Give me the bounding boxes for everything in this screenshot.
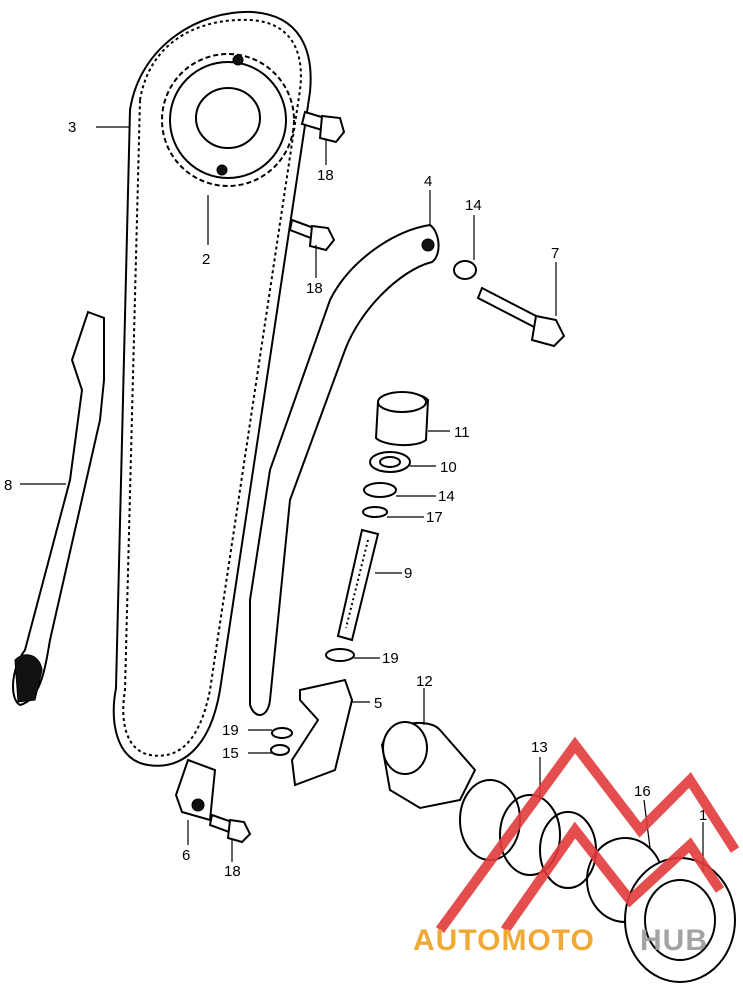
pivot-bolt bbox=[476, 286, 566, 348]
callout-19-left: 19 bbox=[222, 722, 239, 739]
cam-chain bbox=[112, 10, 312, 767]
bolt-middle bbox=[288, 218, 336, 252]
chain-guide bbox=[12, 310, 105, 707]
callout-14-upper: 14 bbox=[465, 197, 482, 214]
part-callouts: 1 2 3 4 5 6 7 8 9 10 11 12 13 14 14 15 1… bbox=[4, 119, 707, 880]
callout-6: 6 bbox=[182, 847, 190, 864]
watermark-text-left: AUTOMOTO bbox=[413, 924, 595, 957]
stopper-plate bbox=[174, 758, 217, 822]
nut bbox=[369, 451, 411, 473]
callout-13: 13 bbox=[531, 739, 548, 756]
o-ring-upper bbox=[362, 506, 388, 518]
callout-18-middle: 18 bbox=[306, 280, 323, 297]
watermark: AUTOMOTO HUB bbox=[413, 736, 740, 957]
callout-10: 10 bbox=[440, 459, 457, 476]
housing bbox=[380, 721, 477, 810]
leader-lines bbox=[20, 126, 704, 872]
callout-12: 12 bbox=[416, 673, 433, 690]
callout-4: 4 bbox=[424, 173, 432, 190]
o-ring-lower bbox=[325, 648, 355, 662]
tensioner-arm bbox=[249, 223, 440, 716]
callout-18-lower: 18 bbox=[224, 863, 241, 880]
callout-19-right: 19 bbox=[382, 650, 399, 667]
washer-middle bbox=[363, 482, 397, 498]
callout-16: 16 bbox=[634, 783, 651, 800]
tensioner-rod bbox=[336, 528, 380, 642]
callout-17: 17 bbox=[426, 509, 443, 526]
callout-3: 3 bbox=[68, 119, 76, 136]
bolt-lower bbox=[208, 813, 252, 844]
callout-8: 8 bbox=[4, 477, 12, 494]
cam-sprocket bbox=[161, 53, 295, 187]
callout-2: 2 bbox=[202, 251, 210, 268]
callout-15: 15 bbox=[222, 745, 239, 762]
callout-7: 7 bbox=[551, 245, 559, 262]
watermark-logo-icon bbox=[435, 736, 740, 933]
callout-5: 5 bbox=[374, 695, 382, 712]
callout-14-lower: 14 bbox=[438, 488, 455, 505]
callout-9: 9 bbox=[404, 565, 412, 582]
watermark-text-right: HUB bbox=[640, 924, 708, 957]
callout-18-upper: 18 bbox=[317, 167, 334, 184]
ring-small bbox=[270, 744, 290, 756]
rubber-cap bbox=[374, 391, 430, 446]
tensioner-slider bbox=[290, 678, 354, 787]
bolt-upper bbox=[300, 110, 346, 144]
end-cap bbox=[624, 857, 736, 983]
washer-upper bbox=[453, 260, 477, 280]
callout-1: 1 bbox=[699, 807, 707, 824]
callout-11: 11 bbox=[454, 424, 470, 441]
o-ring-small bbox=[271, 727, 293, 739]
